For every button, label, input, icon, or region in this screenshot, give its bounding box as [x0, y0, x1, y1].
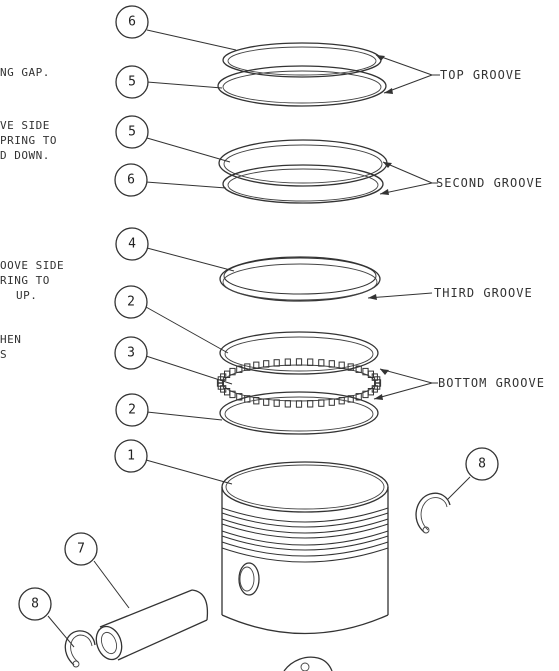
note-line-4: D DOWN. [0, 149, 50, 162]
callout-3: 3 [114, 336, 148, 370]
bottom-groove-expander-3 [216, 358, 382, 408]
leader-lines [47, 29, 471, 648]
connecting-rod-fragment [283, 656, 333, 671]
instruction-notes: NG GAP. VE SIDE PRING TO D DOWN. OOVE SI… [0, 66, 64, 361]
retaining-clip-left [64, 630, 96, 668]
svg-text:8: 8 [478, 457, 486, 472]
second-groove-ring-6 [222, 164, 384, 204]
second-groove-ring-5 [218, 139, 388, 187]
note-line-6: RING TO [0, 274, 50, 287]
svg-text:4: 4 [128, 237, 136, 252]
callout-8-left: 8 [18, 587, 52, 621]
note-line-1: NG GAP. [0, 66, 50, 79]
bottom-groove-label: BOTTOM GROOVE [438, 376, 545, 390]
callout-6-top: 6 [115, 5, 149, 39]
svg-text:7: 7 [77, 542, 85, 557]
callout-2-lower: 2 [115, 393, 149, 427]
piston-1 [221, 461, 389, 635]
callout-1: 1 [114, 439, 148, 473]
note-line-3: PRING TO [0, 134, 57, 147]
bottom-groove-rail-upper [219, 331, 379, 375]
top-groove-label: TOP GROOVE [440, 68, 522, 82]
callout-6-second: 6 [114, 163, 148, 197]
svg-text:6: 6 [127, 173, 135, 188]
svg-text:2: 2 [128, 403, 136, 418]
svg-text:3: 3 [127, 346, 135, 361]
callout-2-upper: 2 [114, 285, 148, 319]
retaining-clip-right [415, 492, 451, 534]
bottom-groove-rail-lower [219, 391, 379, 435]
callout-5-second: 5 [115, 115, 149, 149]
groove-pointers [367, 54, 440, 400]
note-line-2: VE SIDE [0, 119, 50, 132]
svg-text:2: 2 [127, 295, 135, 310]
svg-text:5: 5 [128, 75, 136, 90]
note-line-9: S [0, 348, 7, 361]
second-groove-label: SECOND GROOVE [436, 176, 543, 190]
svg-text:1: 1 [127, 449, 135, 464]
svg-text:8: 8 [31, 597, 39, 612]
svg-text:6: 6 [128, 15, 136, 30]
note-line-7: UP. [16, 289, 37, 302]
callout-4: 4 [115, 227, 149, 261]
note-line-5: OOVE SIDE [0, 259, 64, 272]
piston-pin-7 [95, 589, 209, 661]
top-groove-ring-6 [222, 42, 382, 78]
callout-5-top: 5 [115, 65, 149, 99]
top-groove-ring-5 [217, 65, 387, 107]
third-groove-ring-4 [219, 256, 381, 302]
svg-text:5: 5 [128, 125, 136, 140]
callout-8-right: 8 [465, 447, 499, 481]
third-groove-label: THIRD GROOVE [434, 286, 533, 300]
note-line-8: HEN [0, 333, 21, 346]
callout-7: 7 [64, 532, 98, 566]
